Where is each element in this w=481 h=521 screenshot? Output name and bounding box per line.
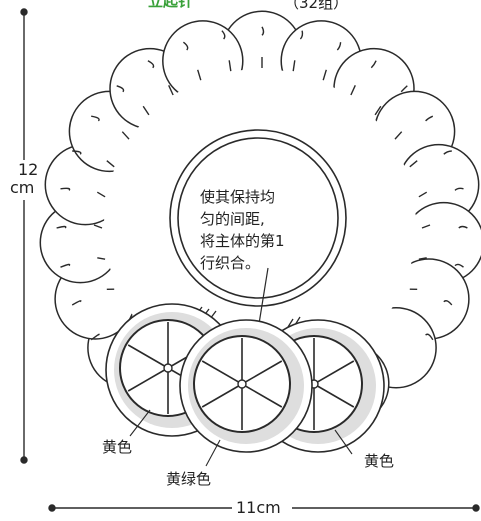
wheel-group [106,304,384,452]
height-value: 12 [16,162,40,178]
center-note-line-4: 行织合。 [200,252,320,274]
right-wheel-color-label: 黄色 [362,454,396,469]
center-instruction-note: 使其保持均 匀的间距, 将主体的第1 行织合。 [200,186,320,274]
center-note-line-3: 将主体的第1 [200,230,320,252]
group-count-note: （32组） [282,0,350,11]
standing-stitch-label: 立起针 [146,0,195,9]
middle-wheel [180,320,312,452]
center-note-line-1: 使其保持均 [200,186,320,208]
height-unit: cm [8,180,36,196]
center-note-line-2: 匀的间距, [200,208,320,230]
left-wheel-color-label: 黄色 [100,440,134,455]
width-dimension-label: 11cm [234,500,283,516]
middle-wheel-color-label: 黄绿色 [164,472,213,487]
height-dimension-line [21,9,27,463]
